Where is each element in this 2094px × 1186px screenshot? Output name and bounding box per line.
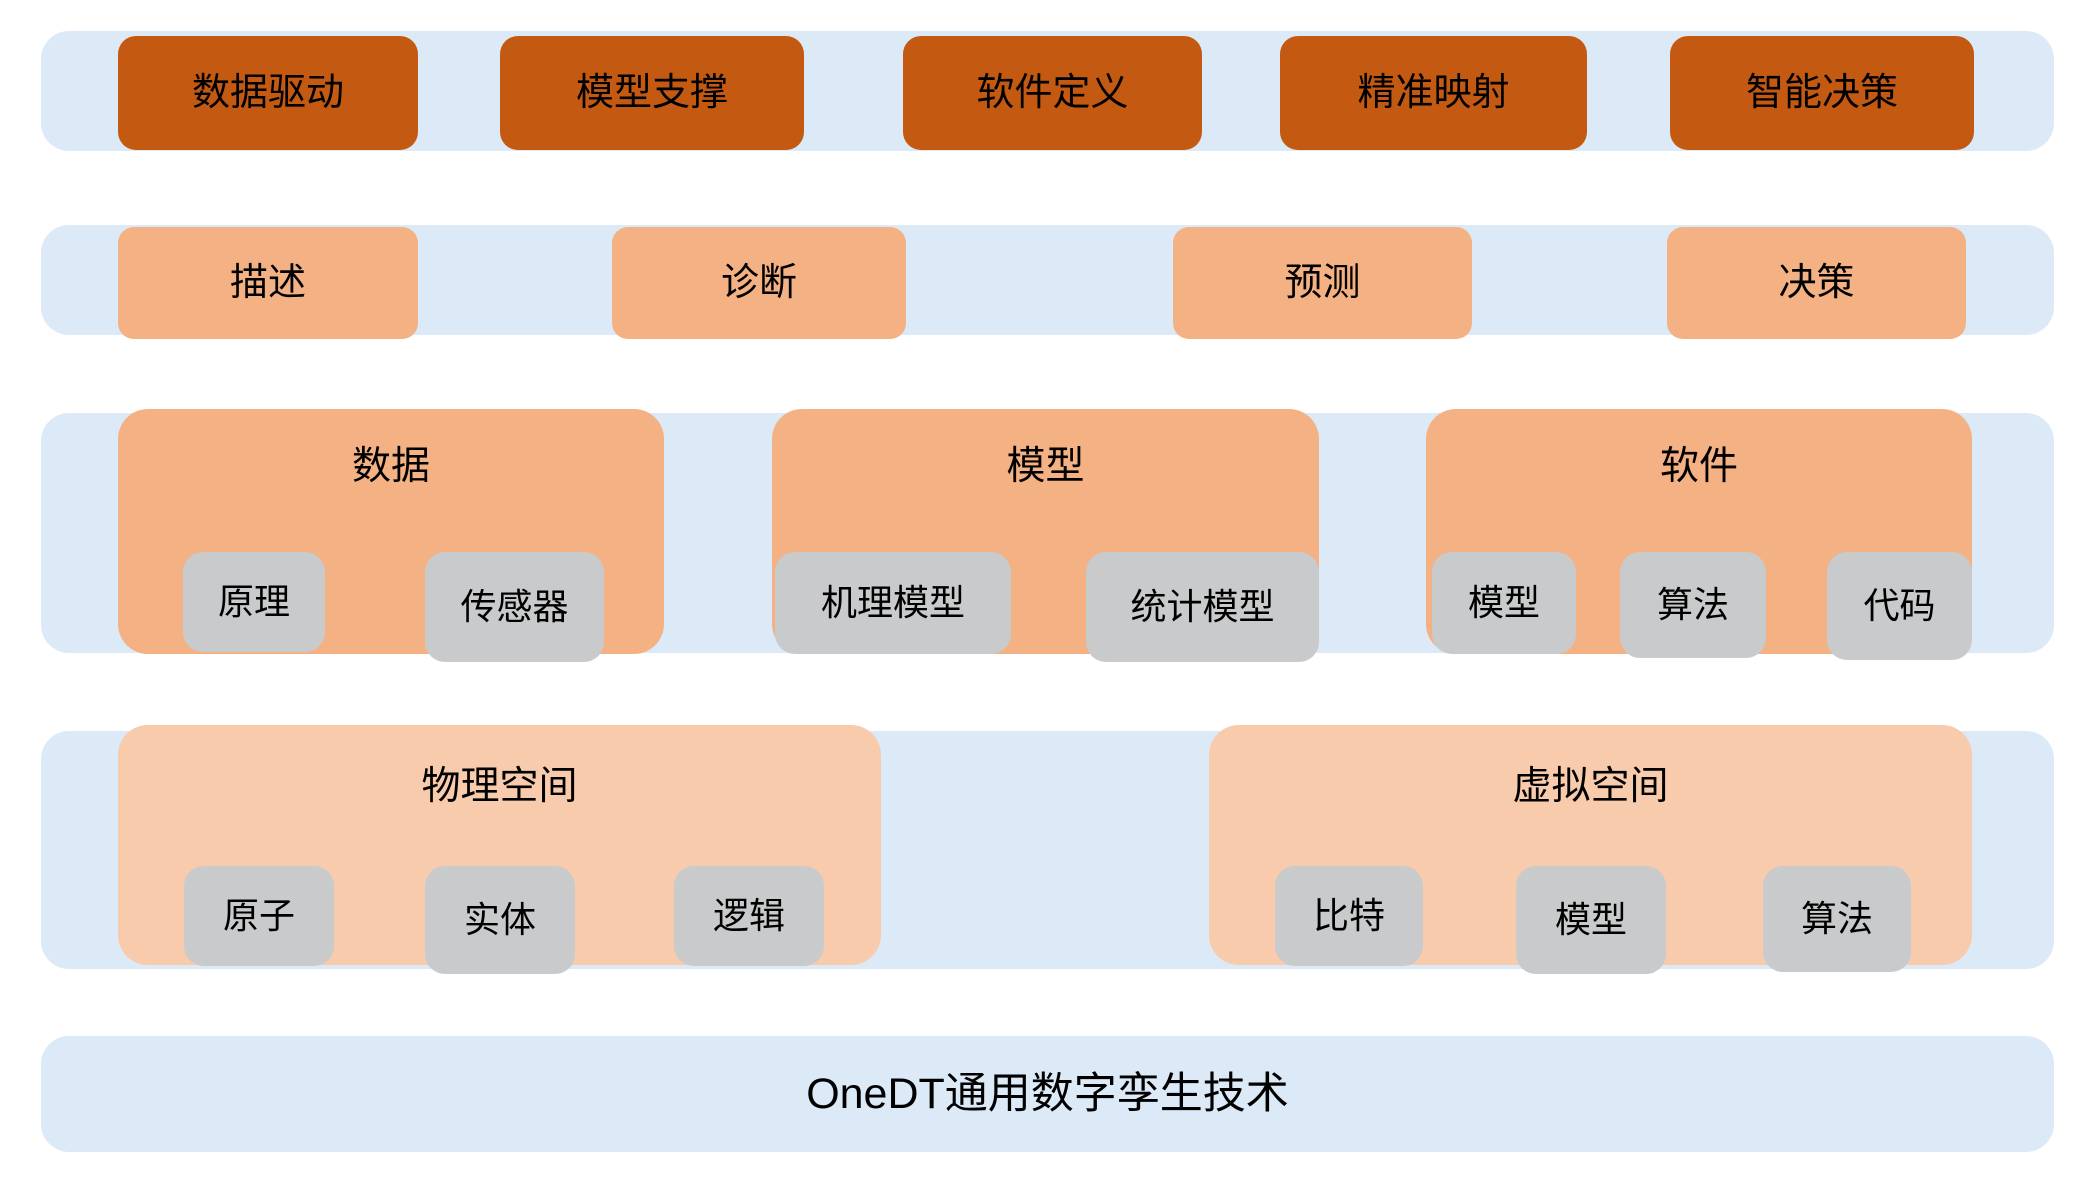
space-chip-model: 模型 — [1516, 866, 1666, 974]
element-group-data: 数据 原理 传感器 — [118, 409, 664, 662]
function-item-decide: 决策 — [1667, 227, 1966, 339]
element-group-software-label: 软件 — [1659, 445, 1738, 488]
space-chip-entity: 实体 — [425, 866, 575, 974]
element-chip-algorithm: 算法 — [1620, 552, 1766, 658]
space-chip-bit: 比特 — [1275, 866, 1423, 966]
capability-item-software-defined: 软件定义 — [903, 36, 1202, 150]
capability-item-model-supported: 模型支撑 — [500, 36, 804, 150]
element-chip-mechanism-model: 机理模型 — [775, 552, 1011, 654]
space-group-virtual: 虚拟空间 比特 模型 算法 — [1209, 725, 1972, 974]
element-group-model: 模型 机理模型 统计模型 — [772, 409, 1319, 662]
base-layer: OneDT通用数字孪生技术 — [41, 1036, 2054, 1152]
element-chip-model: 模型 — [1432, 552, 1576, 654]
function-item-predict: 预测 — [1173, 227, 1472, 339]
space-group-virtual-label: 虚拟空间 — [1512, 765, 1669, 808]
element-chip-principle: 原理 — [183, 552, 325, 652]
element-chip-code: 代码 — [1827, 552, 1972, 660]
space-chip-atom: 原子 — [184, 866, 334, 966]
element-chip-sensor: 传感器 — [425, 552, 604, 662]
capability-item-precise-mapping: 精准映射 — [1280, 36, 1587, 150]
function-item-diagnose: 诊断 — [612, 227, 906, 339]
function-item-describe: 描述 — [118, 227, 418, 339]
element-group-data-label: 数据 — [351, 445, 430, 488]
space-group-physical: 物理空间 原子 实体 逻辑 — [118, 725, 881, 974]
element-group-software: 软件 模型 算法 代码 — [1426, 409, 1972, 660]
element-group-model-label: 模型 — [1006, 445, 1085, 488]
space-chip-logic: 逻辑 — [674, 866, 824, 966]
capability-item-intelligent-decision: 智能决策 — [1670, 36, 1974, 150]
space-group-physical-label: 物理空间 — [421, 765, 578, 808]
element-chip-statistical-model: 统计模型 — [1086, 552, 1319, 662]
capability-item-data-driven: 数据驱动 — [118, 36, 418, 150]
base-layer-title: OneDT通用数字孪生技术 — [806, 1069, 1289, 1118]
space-chip-algorithm: 算法 — [1763, 866, 1911, 972]
